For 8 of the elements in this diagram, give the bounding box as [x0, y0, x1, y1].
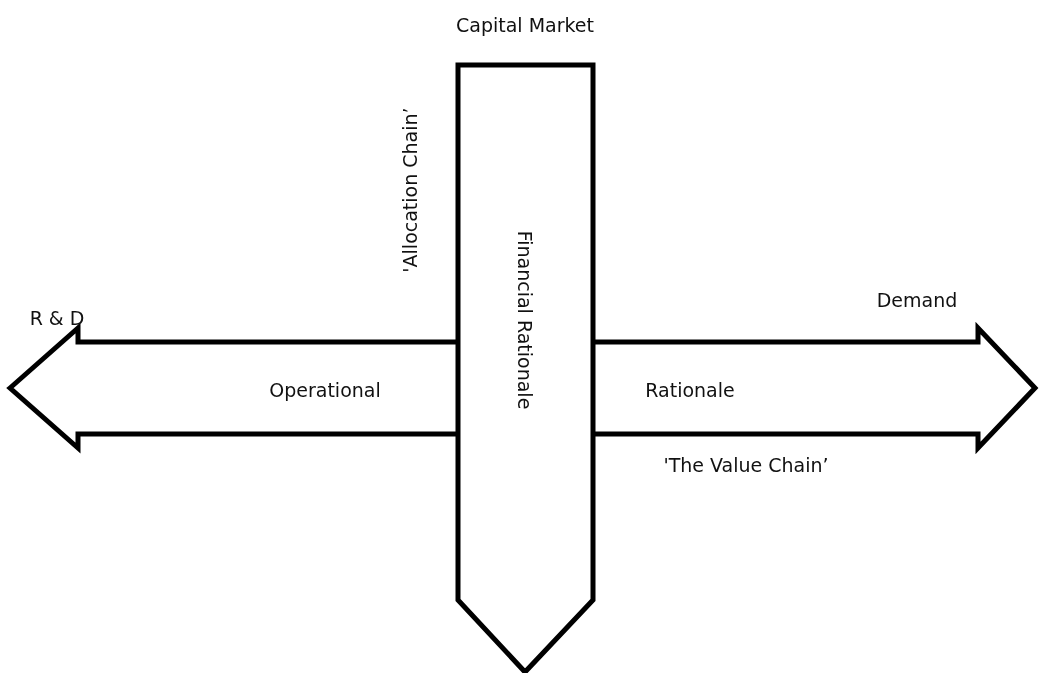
- arrow-label: Rationale: [645, 379, 735, 401]
- arrow-label: Capital Market: [456, 14, 594, 36]
- chain-label: 'Allocation Chain’: [399, 107, 421, 273]
- arrow-label: Operational: [269, 379, 381, 401]
- vertical-label: Financial Rationale: [514, 230, 536, 410]
- end-label: R & D: [29, 307, 85, 329]
- end-label: Demand: [876, 289, 958, 311]
- chain-label: 'The Value Chain’: [663, 454, 829, 476]
